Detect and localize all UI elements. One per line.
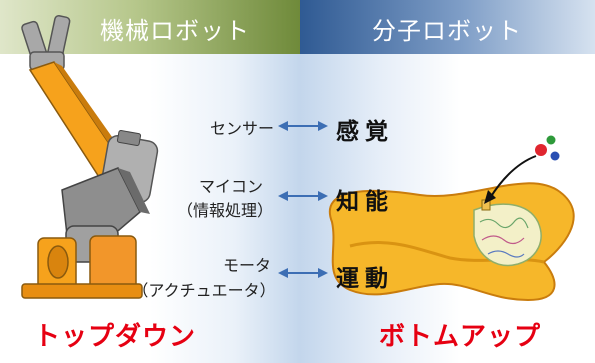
function-intelligence: 知能: [336, 189, 394, 215]
arrow-microcomputer-to-intelligence: [278, 191, 328, 201]
header-molecular: 分子ロボット: [300, 0, 595, 54]
label-motor: モータ: [222, 256, 271, 275]
header-title-molecular-robot: 分子ロボット: [372, 17, 522, 45]
function-sense: 感覚: [336, 119, 394, 145]
arrow-sensor-to-sense: [278, 121, 328, 131]
caption-bottom-up: ボトムアップ: [379, 322, 542, 352]
label-actuator: （アクチュエータ）: [132, 281, 276, 300]
label-sensor: センサー: [209, 119, 274, 138]
caption-top-down: トップダウン: [34, 322, 197, 352]
label-microcomputer: マイコン: [198, 177, 263, 196]
label-information-processing: （情報処理）: [176, 201, 273, 220]
robot-base: [21, 235, 143, 299]
header-title-mechanical-robot: 機械ロボット: [100, 17, 250, 45]
molecule-dots-icon: [535, 135, 560, 161]
function-motion: 運動: [336, 266, 394, 292]
arrow-motor-to-motion: [278, 268, 328, 278]
